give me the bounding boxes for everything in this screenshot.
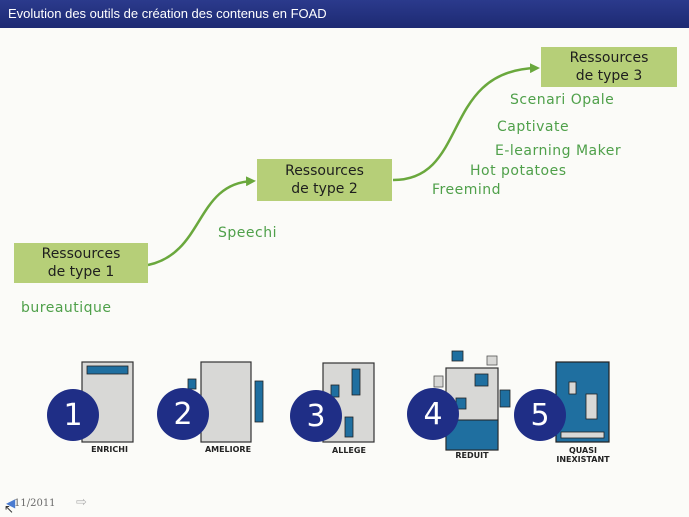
curve-segment-1-to-2 — [147, 176, 256, 267]
document-icon-ameliore — [187, 361, 264, 443]
tool-hot-potatoes: Hot potatoes — [470, 163, 567, 179]
slide-footer: ◀ 11/2011 ⇨ ↖ — [0, 494, 140, 517]
level-label-allege: ALLEGE — [332, 446, 366, 455]
tool-elearning-maker: E-learning Maker — [495, 143, 622, 159]
level-label-quasi-inexistant: QUASI INEXISTANT — [556, 446, 610, 464]
prev-arrow-icon[interactable]: ◀ — [6, 496, 16, 510]
footer-date: 11/2011 — [14, 498, 56, 509]
slide-title-bar: Evolution des outils de création des con… — [0, 0, 689, 28]
level-number-5: 5 — [514, 389, 566, 441]
level-label-ameliore: AMELIORE — [204, 445, 252, 454]
level-label-enrichi: ENRICHI — [91, 445, 128, 454]
level-number-2: 2 — [157, 388, 209, 440]
resource-box-type-3: Ressources de type 3 — [541, 47, 677, 87]
resource-box-type-2: Ressources de type 2 — [257, 159, 392, 201]
tool-bureautique: bureautique — [21, 300, 112, 316]
level-number-1: 1 — [47, 389, 99, 441]
level-number-3: 3 — [290, 390, 342, 442]
document-icon-quasi-inexistant — [555, 361, 610, 443]
tool-captivate: Captivate — [497, 119, 570, 135]
tool-scenari-opale: Scenari Opale — [510, 92, 615, 108]
progression-curve — [147, 63, 540, 267]
tool-freemind: Freemind — [432, 182, 501, 198]
tool-speechi: Speechi — [218, 225, 277, 241]
document-level-icons — [81, 350, 610, 451]
level-label-reduit: REDUIT — [455, 451, 489, 460]
level-number-4: 4 — [407, 388, 459, 440]
curve-segment-2-to-3 — [392, 63, 540, 182]
next-arrow-icon[interactable]: ⇨ — [76, 495, 87, 510]
resource-box-type-1: Ressources de type 1 — [14, 243, 148, 283]
slide-content: Ressources de type 1 Ressources de type … — [0, 28, 689, 517]
mouse-pointer-icon: ↖ — [4, 502, 15, 516]
slide-title: Evolution des outils de création des con… — [8, 6, 327, 21]
